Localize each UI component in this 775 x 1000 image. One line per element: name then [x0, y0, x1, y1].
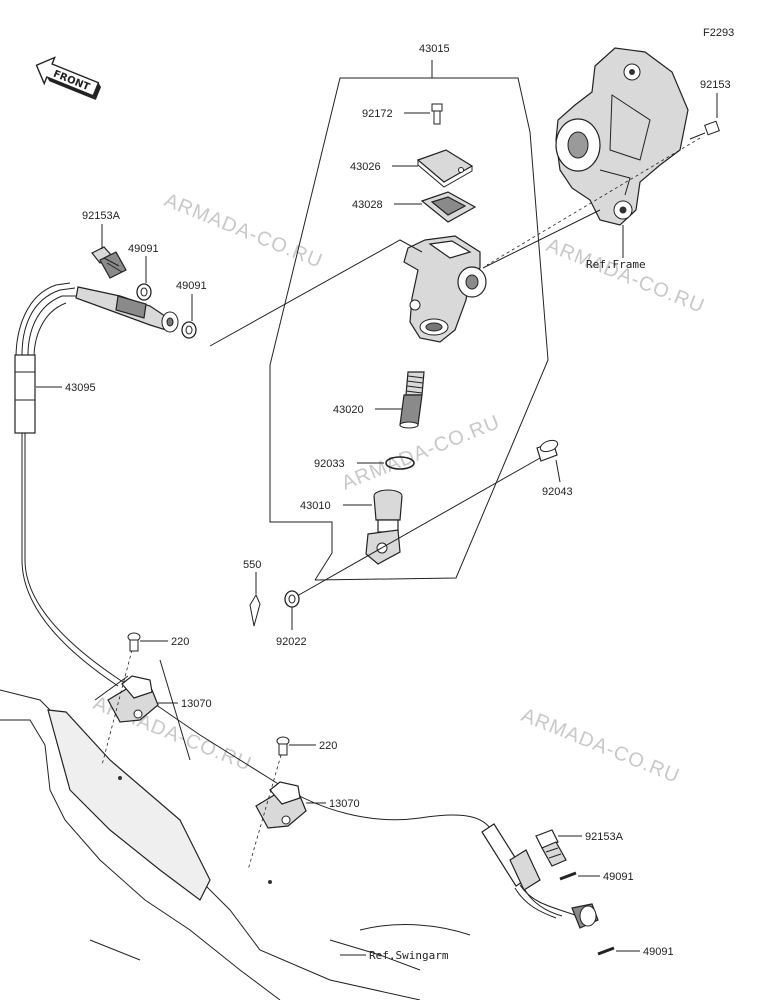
callout-92153: 92153 — [700, 79, 731, 91]
washer-92022 — [284, 590, 300, 608]
ref-frame: Ref.Frame — [586, 258, 646, 271]
callout-92172: 92172 — [362, 108, 393, 120]
callout-220-2: 220 — [319, 740, 337, 752]
banjo-bolt-92153A-right — [535, 829, 567, 867]
washer-49091-left-2 — [181, 321, 197, 339]
callout-49091-left-1: 49091 — [128, 243, 159, 255]
swingarm — [0, 689, 471, 1000]
callout-43026: 43026 — [350, 161, 381, 173]
callout-49091-right-1: 49091 — [603, 871, 634, 883]
diaphragm-43028 — [420, 191, 477, 223]
callout-43095: 43095 — [65, 382, 96, 394]
banjo-bolt-92153A-left — [91, 246, 127, 279]
watermark: ARMADA-CO.RU — [543, 234, 708, 318]
frame-bracket — [555, 47, 689, 226]
callout-92153A-left: 92153A — [82, 210, 121, 222]
callout-49091-right-2: 49091 — [643, 946, 674, 958]
washer-49091-right-2 — [597, 946, 615, 956]
watermark: ARMADA-CO.RU — [161, 189, 326, 273]
bolt-92172 — [431, 103, 443, 125]
callout-92043: 92043 — [542, 486, 573, 498]
callout-550: 550 — [243, 559, 261, 571]
cotter-pin-550 — [249, 593, 261, 627]
bolt-92153 — [689, 120, 720, 140]
callout-220-1: 220 — [171, 636, 189, 648]
clamp-13070-1 — [107, 675, 159, 723]
piston-43010 — [365, 489, 403, 565]
watermark: ARMADA-CO.RU — [339, 411, 504, 495]
front-arrow-icon: FRONT — [35, 56, 102, 101]
watermark: ARMADA-CO.RU — [518, 704, 683, 788]
cap-43026 — [416, 149, 474, 188]
clamp-13070-2 — [255, 781, 307, 829]
master-cylinder-body — [403, 235, 487, 343]
callout-13070-2: 13070 — [329, 798, 360, 810]
circlip-92033 — [385, 456, 415, 470]
screw-220-2 — [276, 736, 290, 756]
callout-43028: 43028 — [352, 199, 383, 211]
hose-fitting-upper — [75, 286, 179, 333]
callout-43015: 43015 — [419, 43, 450, 55]
callout-92022: 92022 — [276, 636, 307, 648]
assembly-outline — [269, 60, 549, 581]
washer-49091-left-1 — [136, 283, 152, 301]
hose-fitting-lower — [481, 823, 599, 929]
figure-code: F2293 — [703, 27, 734, 39]
callout-49091-left-2: 49091 — [176, 280, 207, 292]
callout-92033: 92033 — [314, 458, 345, 470]
spring-43020 — [399, 371, 425, 429]
callout-43010: 43010 — [300, 500, 331, 512]
ref-swingarm: Ref.Swingarm — [369, 949, 449, 962]
screw-220-1 — [127, 632, 141, 652]
callout-43020: 43020 — [333, 404, 364, 416]
callout-92153A-right: 92153A — [585, 831, 624, 843]
pin-92043 — [536, 439, 559, 462]
hose-43095 — [14, 282, 491, 829]
callout-13070-1: 13070 — [181, 698, 212, 710]
washer-49091-right-1 — [559, 871, 577, 881]
